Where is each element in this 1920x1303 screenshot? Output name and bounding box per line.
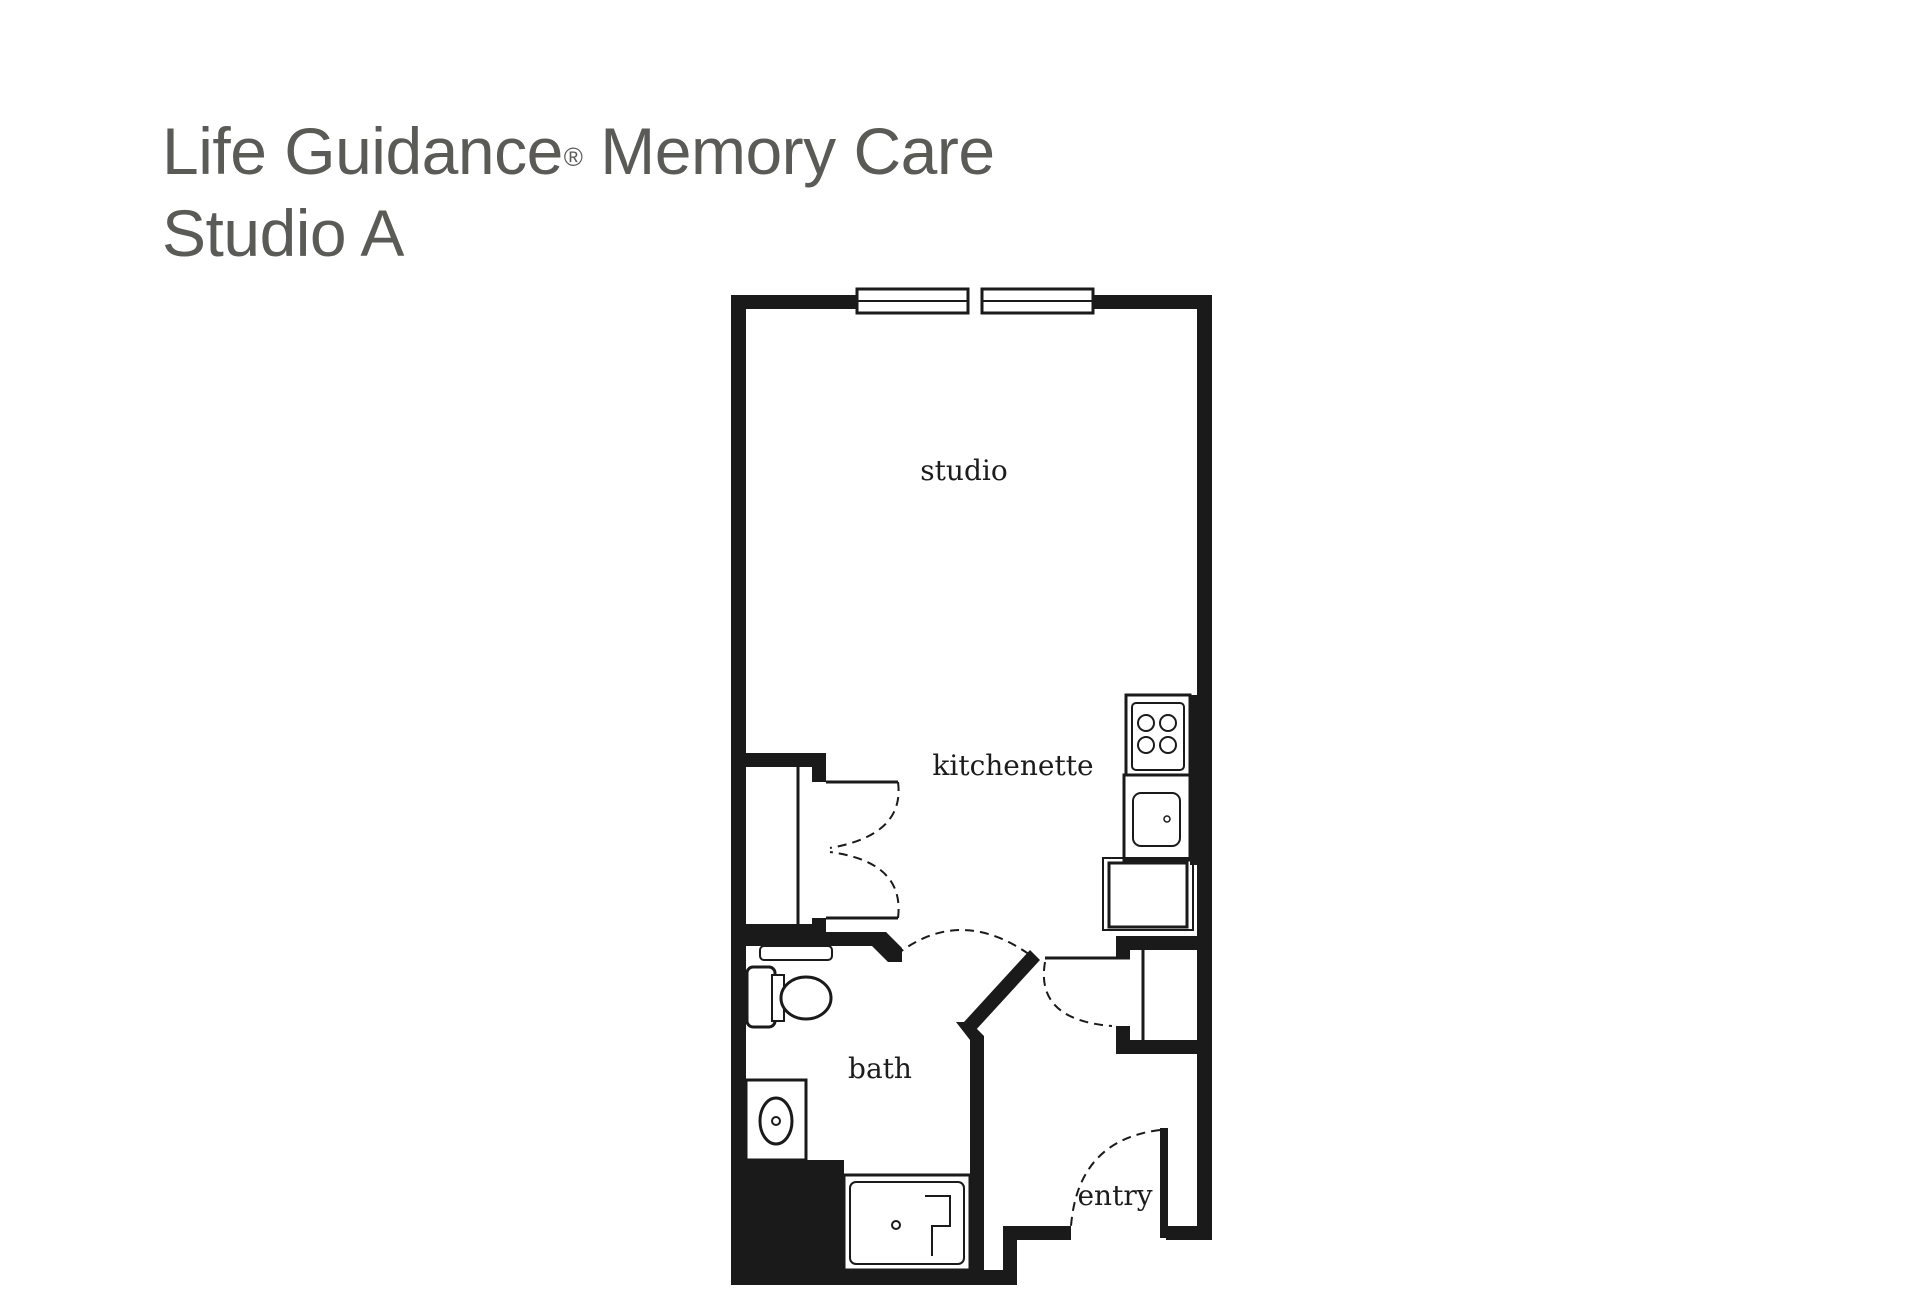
brand-name: Life Guidance [162,114,563,188]
room-label-bath: bath [848,1052,912,1085]
closet-door-lower-swing [829,851,900,919]
entry-wall-step [1003,1226,1017,1285]
stove [1124,693,1192,777]
kitchen-sink [1122,773,1192,862]
entry-door [1070,1128,1168,1238]
title-block: Life Guidance® Memory Care Studio A [162,110,995,274]
registered-mark: ® [563,142,583,172]
unit-name: Studio A [162,196,404,270]
entry-wall-right [1166,1226,1212,1240]
room-label-entry: entry [1077,1179,1152,1212]
top-wall-right [1093,295,1212,309]
closet [746,753,900,938]
program-name: Memory Care [600,114,995,188]
closet-top-wall [746,753,826,767]
bath-sink [744,1078,808,1162]
shower [842,1173,972,1272]
floorplan-title: Life Guidance® Memory Care [162,110,995,192]
top-wall-left [731,295,857,309]
bath-walls [746,929,1040,1270]
refrigerator [1102,857,1194,931]
right-wall [1197,295,1212,1240]
closet-door-upper-swing [829,781,900,849]
entry-wall-left [1003,1226,1071,1240]
entry-closet [1042,936,1212,1054]
room-label-studio: studio [920,454,1007,487]
entry-door-swing [1070,1129,1161,1227]
room-label-kitchenette: kitchenette [932,749,1093,782]
left-wall [731,295,746,1285]
window [855,287,1095,315]
bath-utility-block [746,1160,844,1270]
bottom-wall [731,1270,1016,1285]
toilet [745,945,833,1029]
entry-closet-door-swing [1042,961,1113,1027]
kitchen-backwall [1190,695,1200,865]
exterior-walls [731,295,1212,1285]
bath-door-swing [895,929,1031,956]
